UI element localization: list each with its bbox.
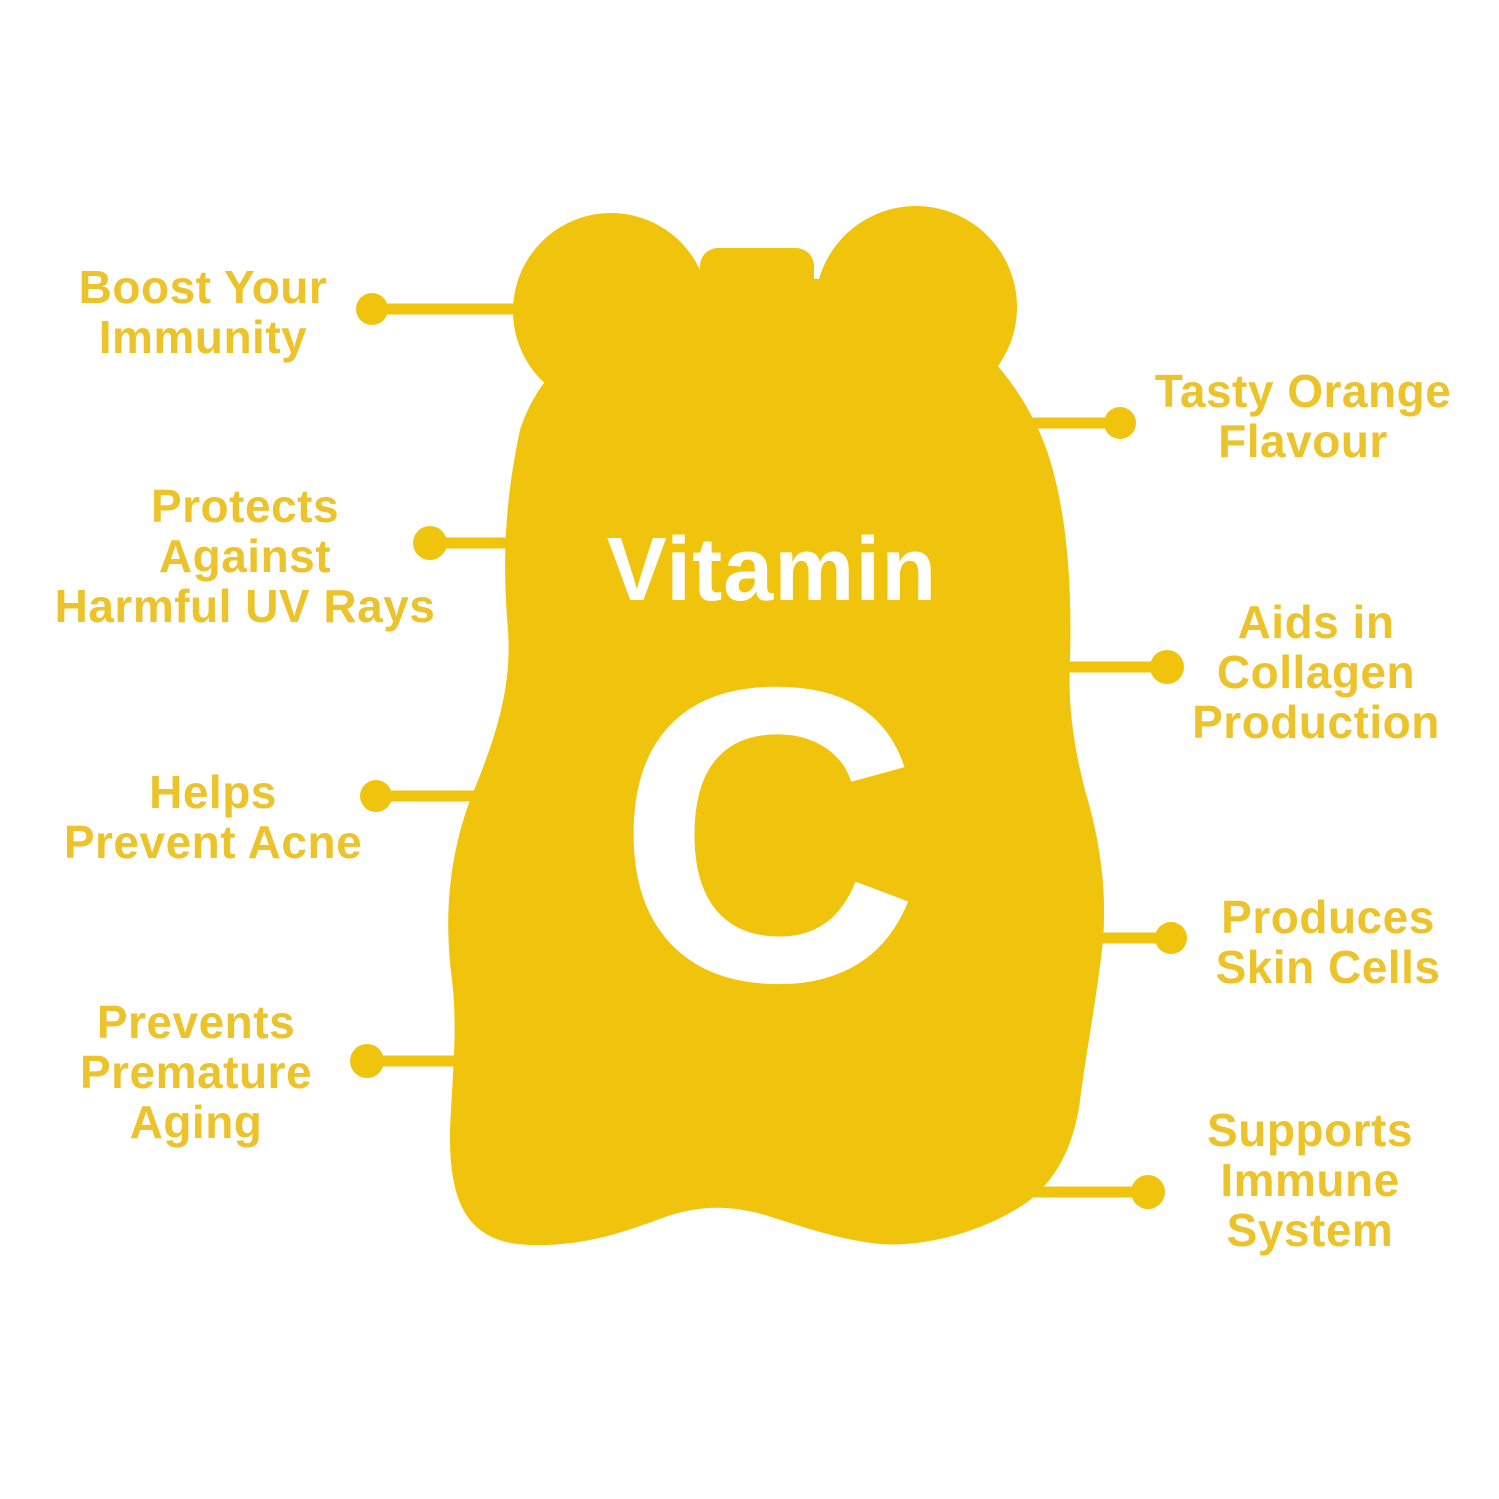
- gummy-bear-shape: [448, 206, 1105, 1246]
- callout-dot-boost-immunity: [356, 293, 388, 325]
- callout-dot-prevent-acne: [360, 780, 392, 812]
- callout-dot-uv-rays: [413, 526, 447, 560]
- benefit-line: Helps: [149, 766, 277, 818]
- callout-dots: [350, 293, 1187, 1209]
- benefit-line: Premature: [79, 1046, 313, 1098]
- benefit-label-uv-rays: Protects Against Harmful UV Rays: [35, 481, 455, 631]
- benefit-line: Collagen: [1216, 646, 1416, 698]
- benefit-line: Flavour: [1218, 415, 1388, 467]
- benefit-line: Tasty Orange: [1154, 365, 1452, 417]
- callout-dot-premature-aging: [350, 1044, 384, 1078]
- hero-word-vitamin: Vitamin: [572, 524, 972, 616]
- benefit-line: Prevents: [96, 996, 296, 1048]
- benefit-line: Immune: [1220, 1154, 1400, 1206]
- benefit-label-prevent-acne: Helps Prevent Acne: [38, 767, 388, 867]
- benefit-line: Protects: [150, 480, 340, 532]
- hero-letter-c: C: [616, 601, 919, 1070]
- benefit-label-premature-aging: Prevents Premature Aging: [21, 997, 371, 1147]
- bear-body: [448, 277, 1105, 1246]
- benefit-line: Produces: [1221, 891, 1435, 943]
- callout-dot-orange-flavour: [1104, 407, 1136, 439]
- hero-word-text: Vitamin: [606, 520, 938, 620]
- benefit-line: Harmful UV Rays: [54, 580, 436, 632]
- callout-dot-collagen: [1150, 650, 1184, 684]
- benefit-line: Aids in: [1237, 596, 1395, 648]
- benefit-line: Production: [1192, 696, 1440, 748]
- benefit-line: Boost Your: [78, 261, 328, 313]
- benefit-line: Aging: [129, 1096, 263, 1148]
- callout-dot-skin-cells: [1155, 922, 1187, 954]
- callout-dot-immune-system: [1131, 1175, 1165, 1209]
- benefit-label-immune-system: Supports Immune System: [1150, 1105, 1470, 1255]
- benefit-label-orange-flavour: Tasty Orange Flavour: [1113, 366, 1493, 466]
- benefit-label-collagen: Aids in Collagen Production: [1146, 597, 1486, 747]
- benefit-label-skin-cells: Produces Skin Cells: [1163, 892, 1493, 992]
- benefit-line: Prevent Acne: [63, 816, 363, 868]
- benefit-label-boost-immunity: Boost Your Immunity: [28, 262, 378, 362]
- benefit-line: Skin Cells: [1215, 941, 1441, 993]
- benefit-line: Against: [158, 530, 332, 582]
- benefit-line: Supports: [1207, 1104, 1413, 1156]
- benefit-line: Immunity: [98, 311, 308, 363]
- benefit-line: System: [1226, 1204, 1394, 1256]
